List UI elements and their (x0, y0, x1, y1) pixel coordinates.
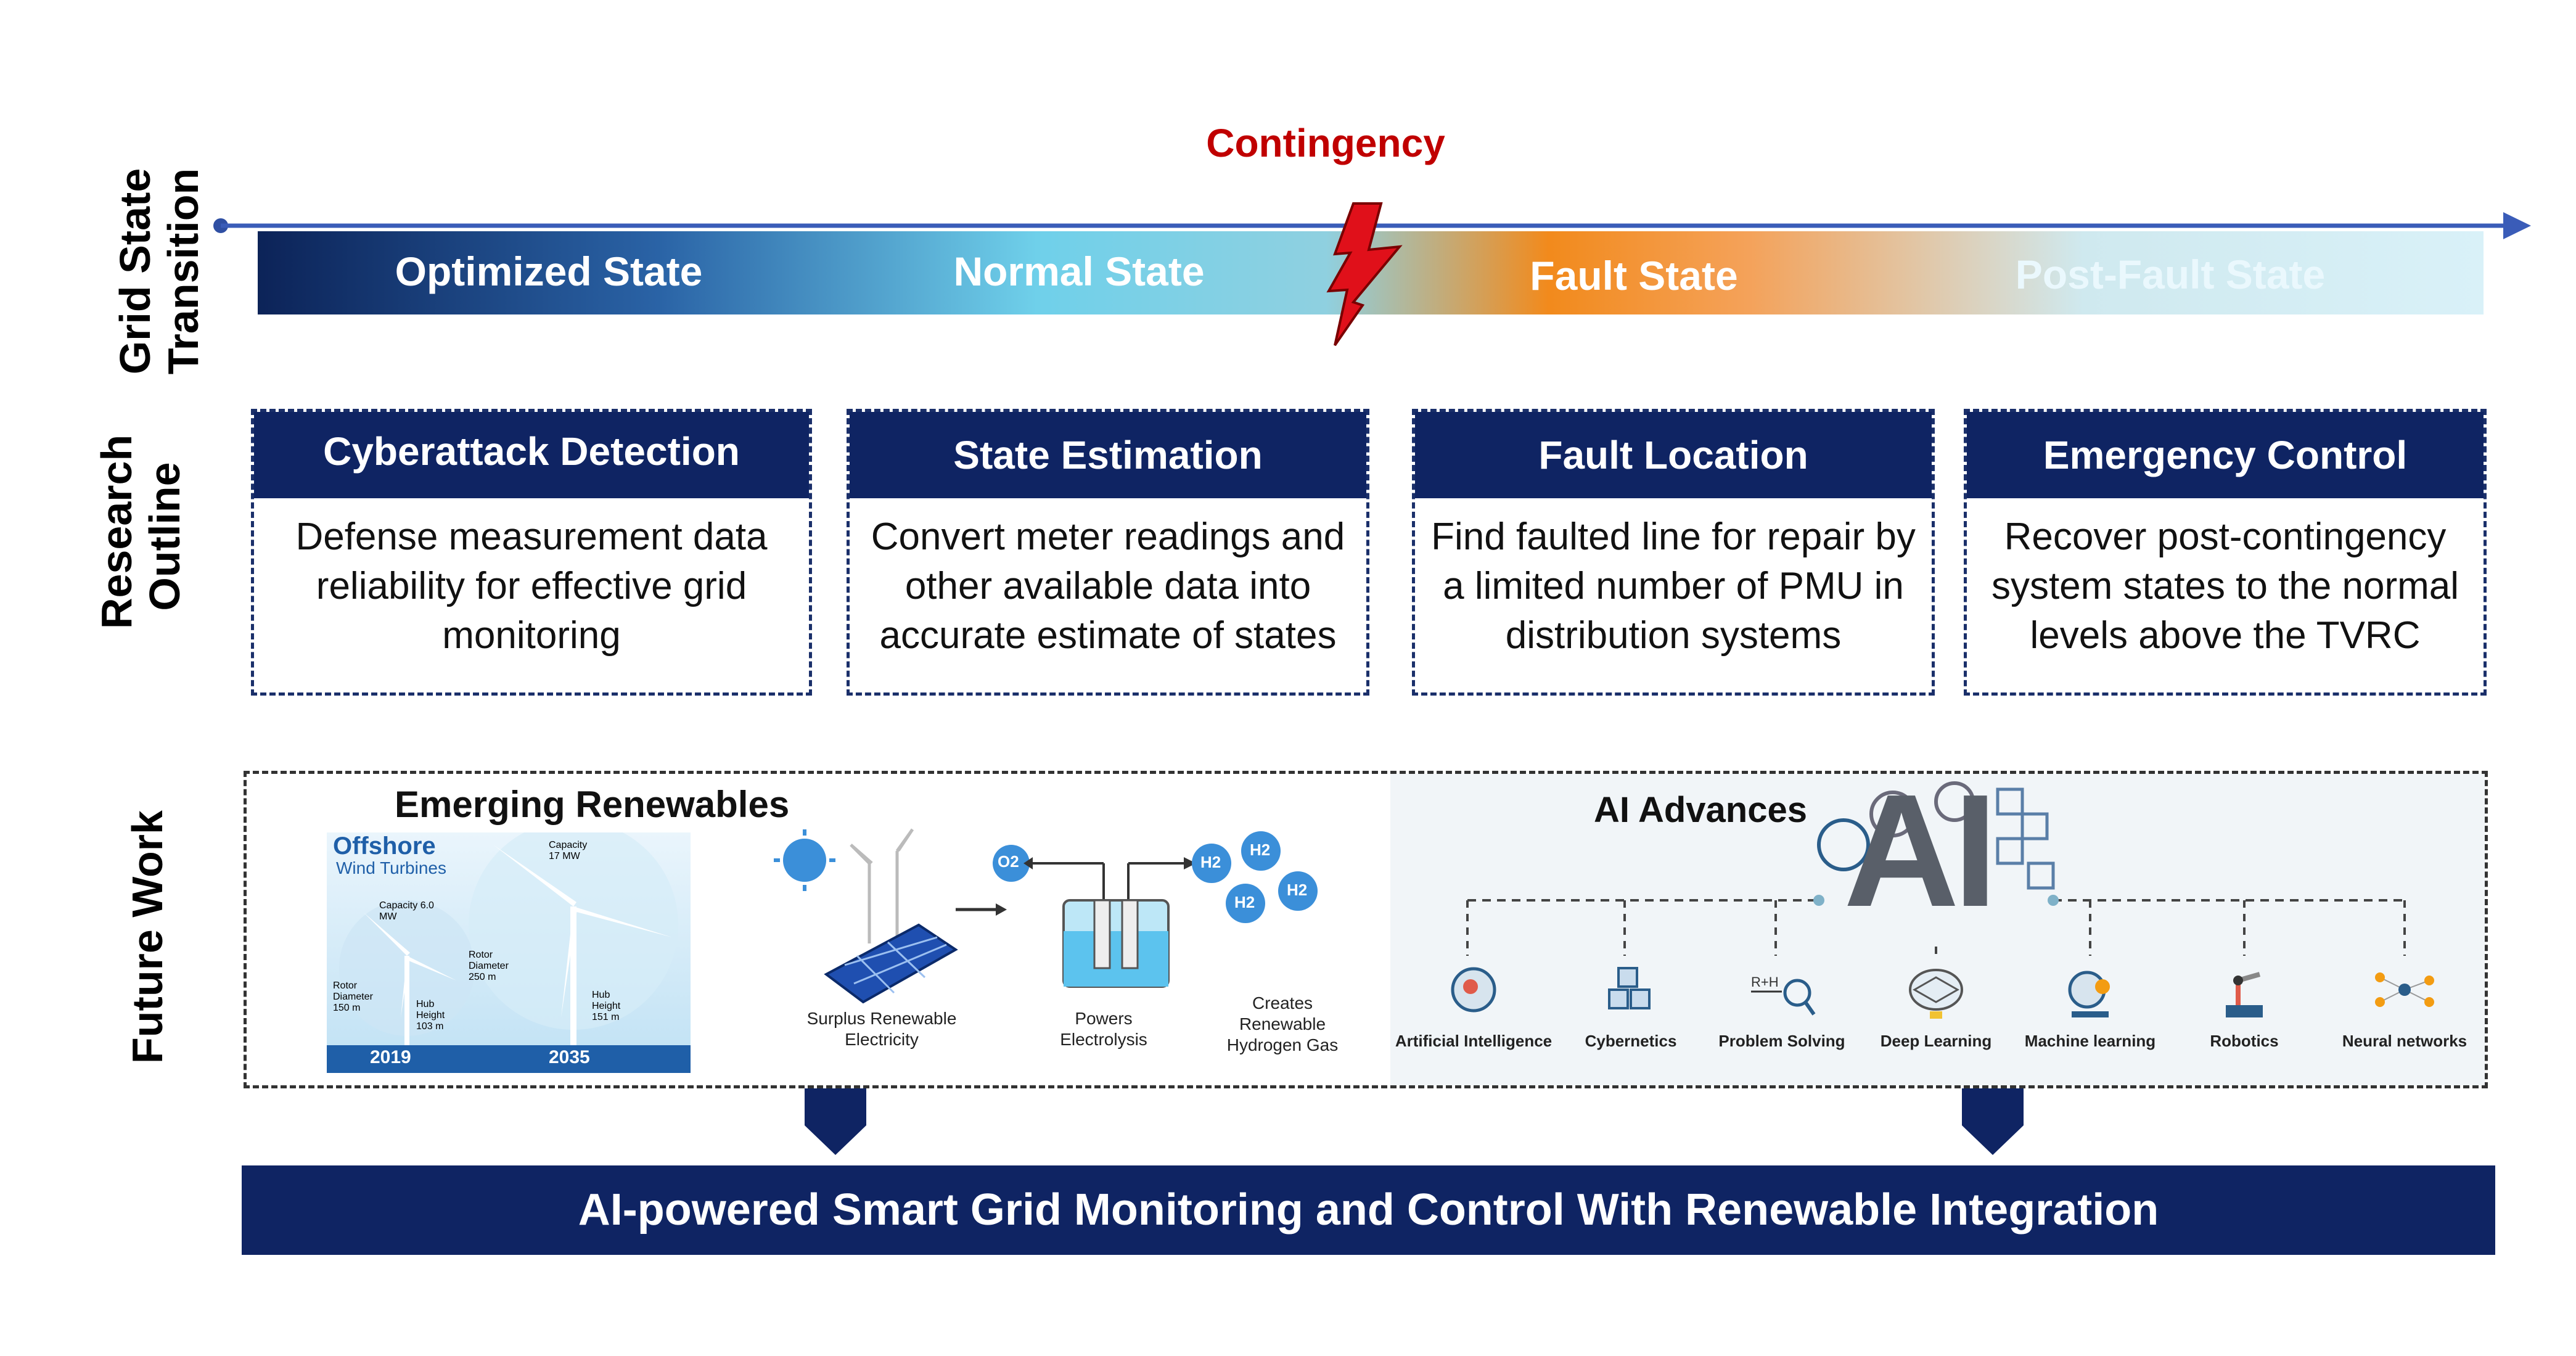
solar-panel-icon (774, 828, 958, 1004)
robot-arm-icon (2226, 972, 2263, 1017)
ai-item-label: Artificial Intelligence (1395, 1032, 1553, 1050)
side-label-grid-state-line2: Transition (159, 168, 207, 375)
step-surplus-electricity: Surplus Renewable Electricity (806, 1009, 957, 1049)
svg-text:R+H: R+H (1751, 974, 1779, 990)
ai-brain-icon (1817, 781, 2055, 890)
side-label-research-line2: Outline (141, 462, 189, 611)
offshore-wind-panel: Offshore Wind Turbines Capacity 17 MW Ca… (327, 832, 691, 1073)
side-label-research: Research Outline (92, 434, 191, 629)
o2-label: O2 (998, 852, 1019, 871)
down-arrow-icon (805, 1088, 866, 1155)
magnifier-formula-icon: R+H (1751, 974, 1816, 1016)
lightning-icon (1326, 202, 1403, 347)
card-body: Recover post-contingency system states t… (1973, 504, 2477, 668)
side-label-future: Future Work (123, 810, 173, 1064)
cubes-icon (1608, 967, 1651, 1009)
card-body-text: Convert meter readings and other availab… (871, 515, 1345, 657)
card-title: Fault Location (1415, 412, 1932, 498)
card-title: Cyberattack Detection (254, 412, 809, 498)
ai-item-label: Machine learning (2024, 1032, 2156, 1050)
side-label-grid-state: Grid State Transition (111, 160, 210, 382)
card-cyberattack: Cyberattack Detection Defense measuremen… (251, 409, 812, 696)
offshore-subtitle: Wind Turbines (336, 858, 446, 877)
h2-label-3: H2 (1234, 893, 1255, 911)
rotor-large: Rotor Diameter 250 m (469, 950, 509, 982)
network-icon (2375, 972, 2434, 1007)
year-2019: 2019 (370, 1047, 411, 1067)
ai-tree-lines (1466, 895, 2406, 956)
contingency-label: Contingency (1206, 121, 1445, 165)
ai-item-neural-networks: Neural networks (2312, 962, 2497, 1051)
card-fault-location: Fault Location Find faulted line for rep… (1412, 409, 1935, 696)
footer-banner: AI-powered Smart Grid Monitoring and Con… (242, 1165, 2495, 1255)
card-body-text: Find faulted line for repair by a limite… (1431, 515, 1916, 657)
ai-item-label: Deep Learning (1880, 1032, 1992, 1050)
state-fault: Fault State (1530, 253, 1738, 298)
ai-item-artificial-intelligence: Artificial Intelligence (1381, 962, 1566, 1051)
step-hydrogen-gas: Creates Renewable Hydrogen Gas (1226, 993, 1339, 1054)
rotor-small: Rotor Diameter 150 m (333, 980, 373, 1013)
side-label-research-line1: Research (92, 434, 141, 629)
hub-small: Hub Height 103 m (416, 999, 445, 1032)
wind-turbine-icon (327, 832, 691, 1073)
ai-item-problem-solving: R+H Problem Solving (1689, 962, 1874, 1051)
state-normal: Normal State (953, 249, 1205, 294)
card-state-estimation: State Estimation Convert meter readings … (847, 409, 1369, 696)
h2-label-4: H2 (1287, 881, 1308, 899)
ai-panel-background (1390, 774, 2485, 1085)
card-body: Convert meter readings and other availab… (856, 504, 1360, 668)
h2-label-2: H2 (1250, 840, 1271, 859)
h2-label-1: H2 (1200, 853, 1221, 871)
ai-item-robotics: Robotics (2152, 962, 2337, 1051)
year-2035: 2035 (549, 1047, 590, 1067)
card-title: Emergency Control (1967, 412, 2484, 498)
ai-item-label: Problem Solving (1718, 1032, 1845, 1050)
future-work-box (244, 771, 2488, 1088)
renewables-title: Emerging Renewables (395, 784, 790, 825)
gear-head-icon (2068, 971, 2110, 1017)
offshore-title: Offshore (333, 832, 436, 860)
card-title: State Estimation (850, 412, 1366, 498)
footer-text: AI-powered Smart Grid Monitoring and Con… (578, 1185, 2159, 1235)
robot-head-icon (1451, 967, 1496, 1013)
ai-item-label: Robotics (2210, 1032, 2279, 1050)
ai-item-label: Cybernetics (1585, 1032, 1677, 1050)
ai-title: AI Advances (1594, 790, 1807, 830)
state-post-fault: Post-Fault State (2015, 252, 2326, 297)
brain-icon (1909, 969, 1963, 1019)
electrolysis-icon (993, 845, 1196, 988)
card-body-text: Recover post-contingency system states t… (1991, 515, 2459, 657)
state-optimized: Optimized State (395, 249, 703, 294)
side-label-future-text: Future Work (123, 810, 171, 1064)
hydrogen-icon (1192, 831, 1318, 923)
card-body: Defense measurement data reliability for… (260, 504, 803, 668)
step-powers-electrolysis: Powers Electrolysis (1060, 1009, 1147, 1049)
hub-large: Hub Height 151 m (592, 990, 621, 1022)
card-body-text: Defense measurement data reliability for… (295, 515, 768, 657)
ai-big-text: AI (1844, 762, 1998, 940)
arrow-right-icon (956, 903, 1007, 916)
card-body: Find faulted line for repair by a limite… (1421, 504, 1926, 668)
cap-small: Capacity 6.0 MW (379, 900, 434, 922)
ai-item-label: Neural networks (2342, 1032, 2467, 1050)
cap-large: Capacity 17 MW (549, 840, 588, 861)
card-emergency-control: Emergency Control Recover post-contingen… (1964, 409, 2487, 696)
ai-item-cybernetics: Cybernetics (1538, 962, 1723, 1051)
side-label-grid-state-line1: Grid State (111, 168, 159, 375)
ai-item-machine-learning: Machine learning (1998, 962, 2183, 1051)
ai-item-deep-learning: Deep Learning (1844, 962, 2028, 1051)
down-arrow-icon (1962, 1088, 2024, 1155)
